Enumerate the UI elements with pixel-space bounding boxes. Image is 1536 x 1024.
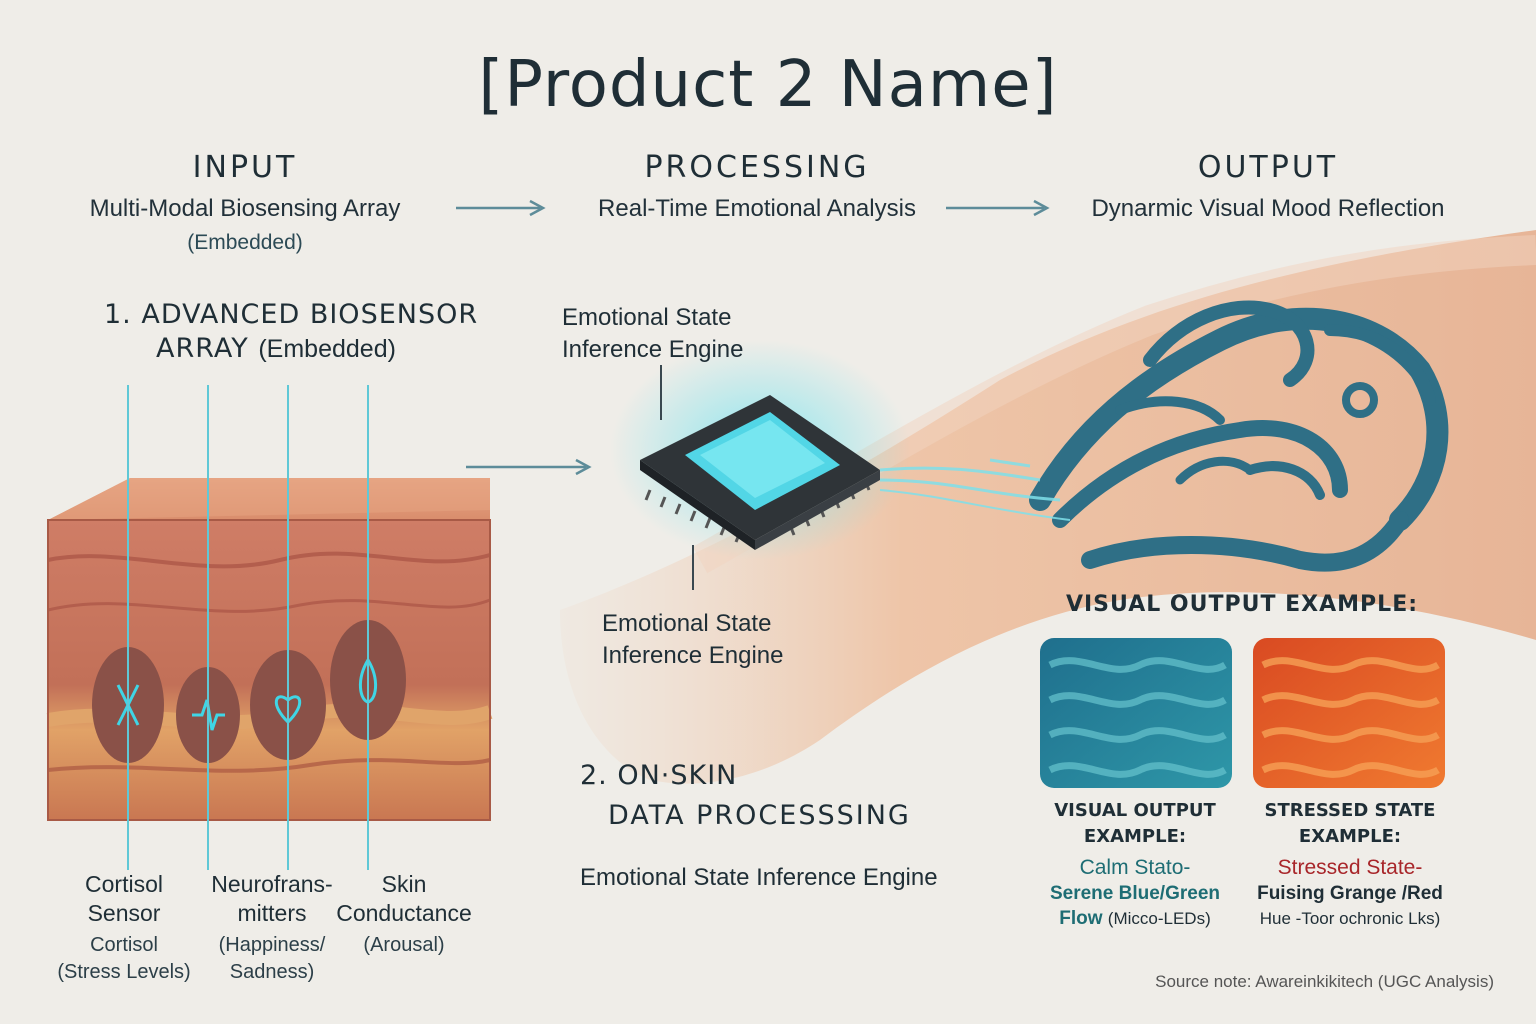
section-2-caption: Emotional State Inference Engine — [580, 864, 938, 891]
stage-subtitle: Real-Time Emotional Analysis — [598, 195, 916, 222]
stage-heading: PROCESSING — [644, 150, 870, 185]
page-title: [Product 2 Name] — [478, 48, 1058, 122]
source-note: Source note: Awareinkikitech (UGC Analys… — [1155, 972, 1494, 991]
stage-subtitle: Dynarmic Visual Mood Reflection — [1091, 195, 1445, 222]
stress-swatch — [1253, 638, 1445, 788]
stage-heading: OUTPUT — [1197, 150, 1339, 185]
calm-swatch — [1040, 638, 1232, 788]
stage-input: INPUT Multi-Modal Biosensing Array (Embe… — [40, 150, 450, 255]
calm-example: VISUAL OUTPUT EXAMPLE: Calm Stato- Seren… — [1049, 800, 1221, 929]
chip-label-bottom: Emotional State Inference Engine — [602, 610, 784, 669]
stressed-example: STRESSED STATE EXAMPLE: Stressed State- … — [1257, 800, 1443, 928]
sensor-skin-conductance: Skin Conductance (Arousal) — [336, 871, 472, 956]
chip — [610, 340, 910, 560]
section-1-title: 1. ADVANCED BIOSENSOR ARRAY (Embedded) — [104, 299, 479, 364]
stage-output: OUTPUT Dynarmic Visual Mood Reflection — [1058, 150, 1478, 223]
stage-subtitle: Multi-Modal Biosensing Array — [89, 195, 401, 222]
stage-note: (Embedded) — [187, 231, 303, 254]
sensor-cortisol: Cortisol Sensor Cortisol (Stress Levels) — [57, 871, 191, 983]
chip-label-top: Emotional State Inference Engine — [562, 304, 744, 363]
skin-block — [46, 478, 493, 821]
stage-processing: PROCESSING Real-Time Emotional Analysis — [552, 150, 962, 223]
stage-heading: INPUT — [192, 150, 298, 185]
visual-output-heading: VISUAL OUTPUT EXAMPLE: — [1065, 592, 1419, 617]
tattoo — [1029, 300, 1449, 572]
sensor-neurotransmitters: Neurofrans- mitters (Happiness/ Sadness) — [211, 871, 333, 983]
section-2-title: 2. ON·SKIN DATA PROCESSSING — [580, 760, 911, 831]
